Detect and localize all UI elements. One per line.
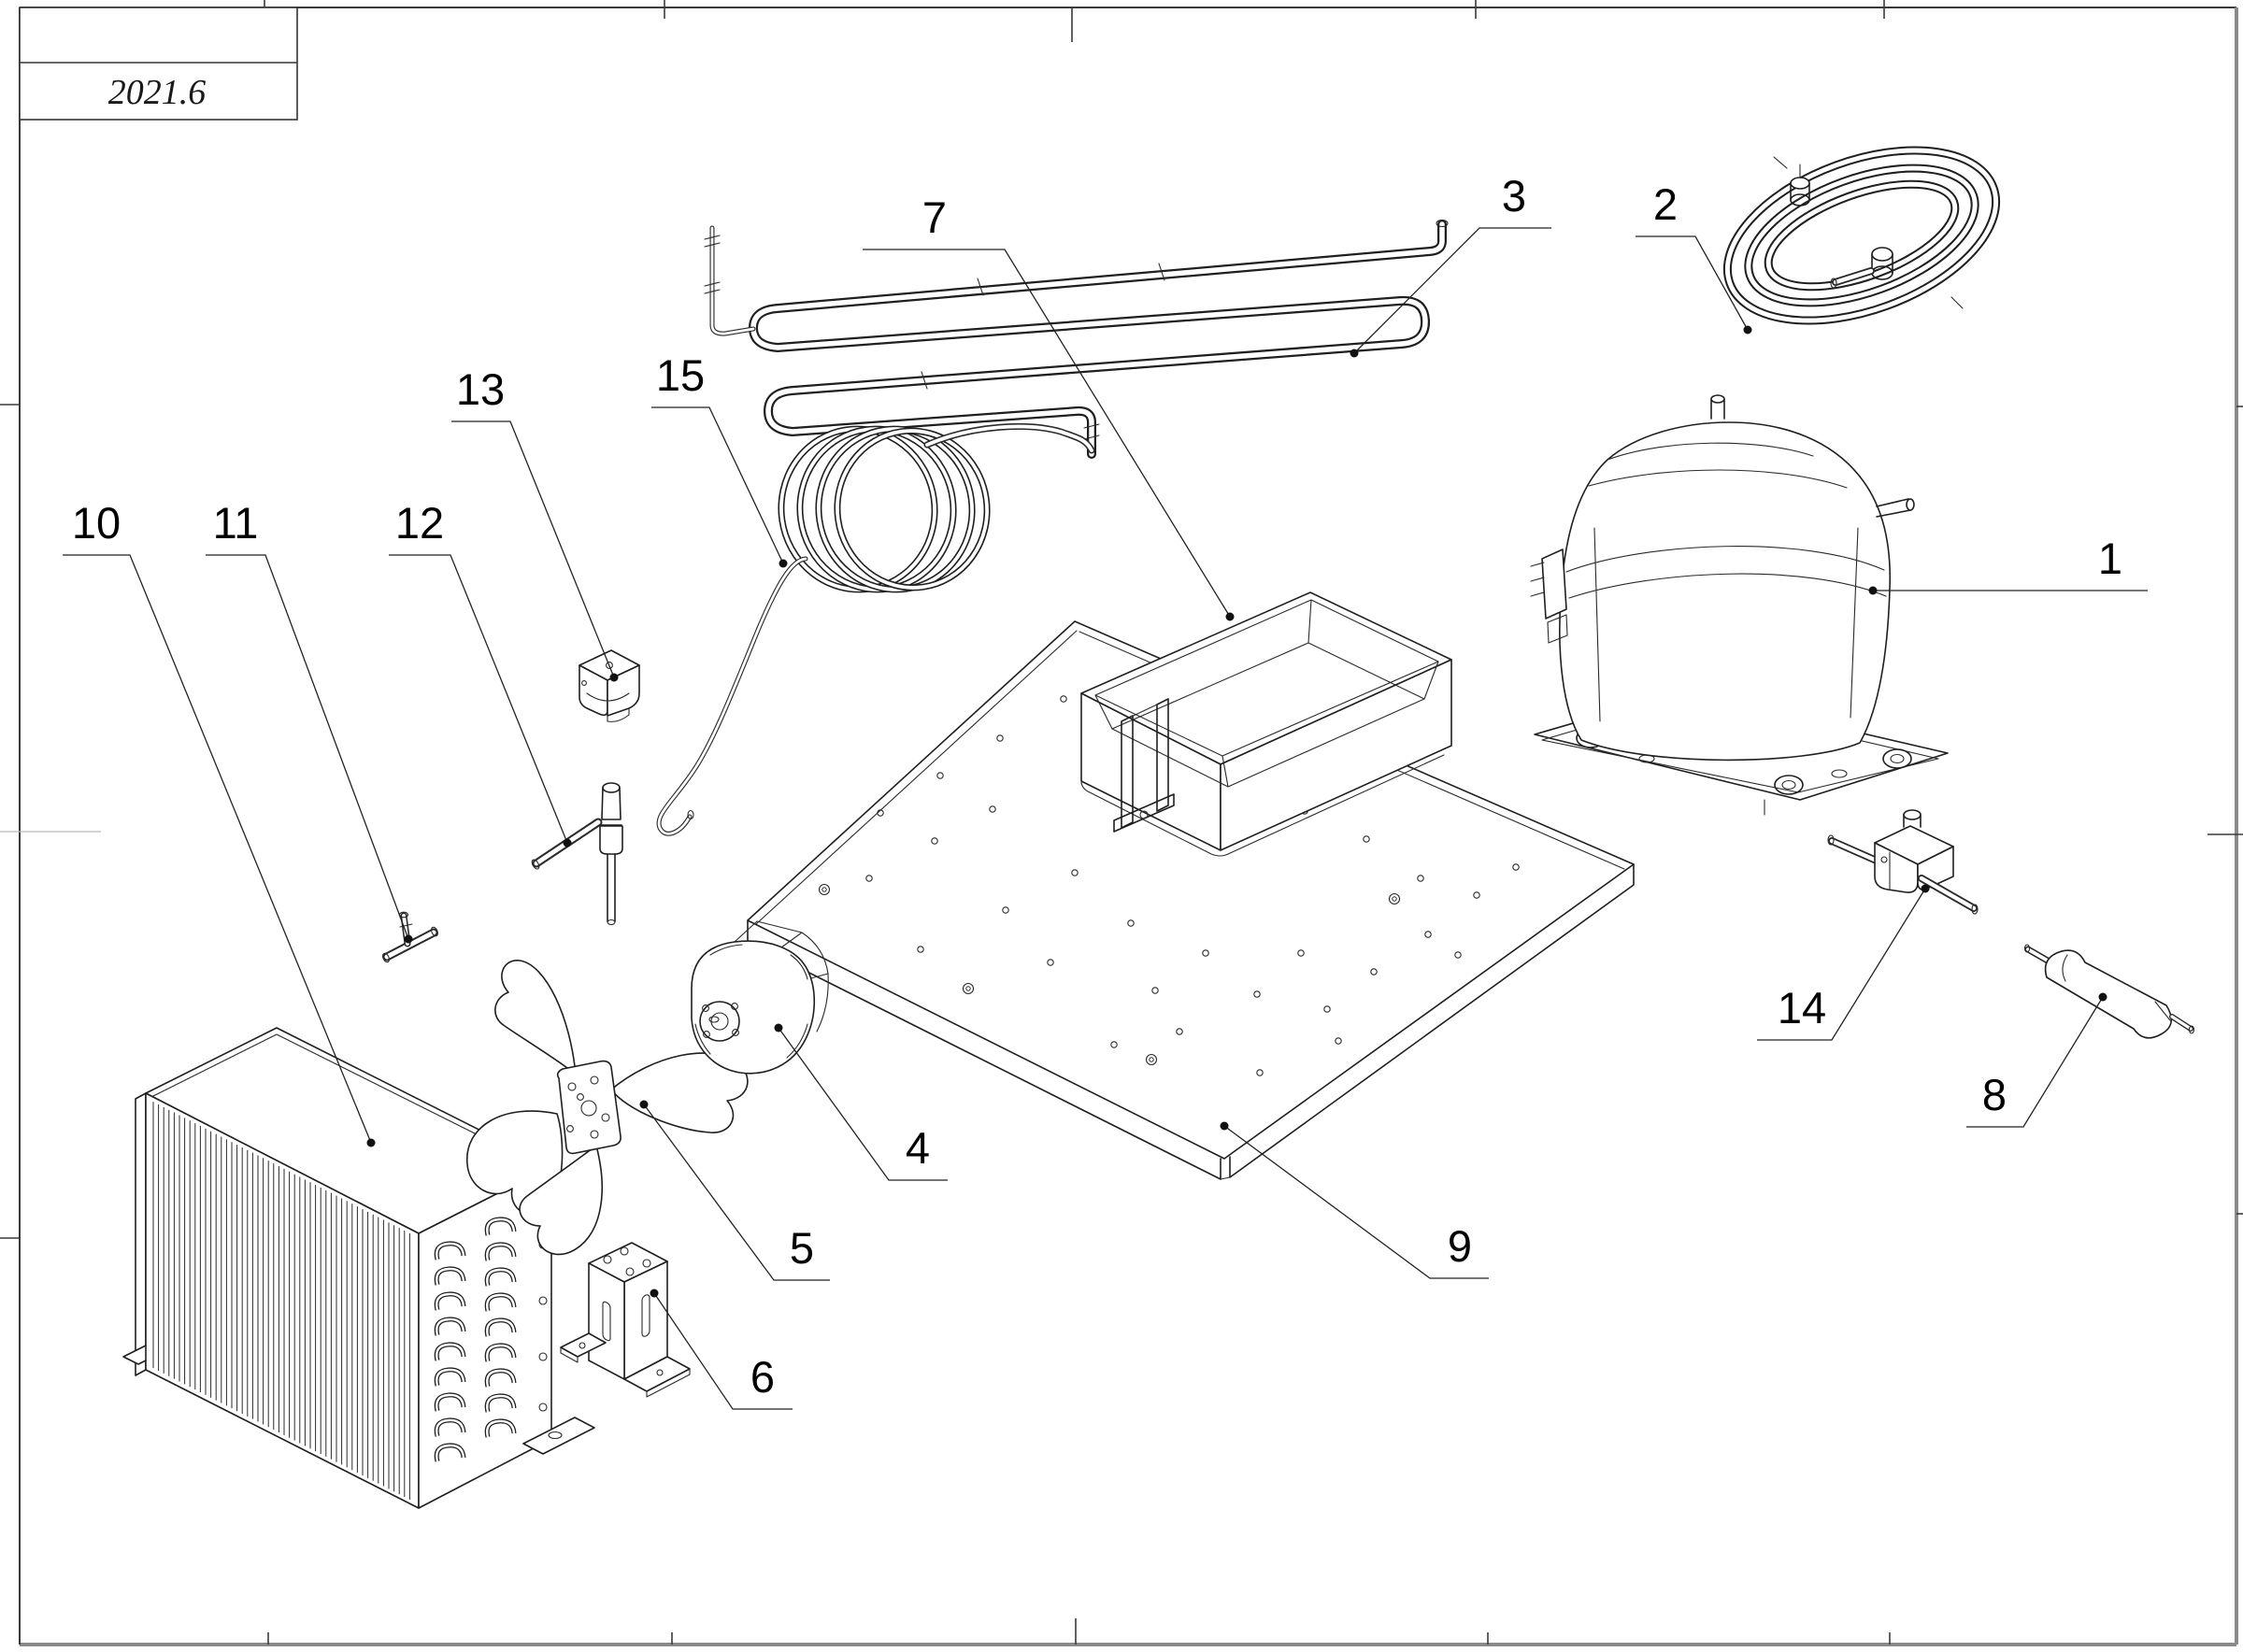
callout-3-serpentine-tube: 3 (1350, 171, 1551, 358)
callout-number: 3 (1502, 171, 1526, 221)
leader-dot (1220, 1121, 1229, 1131)
callout-11-tee-fitting: 11 (206, 498, 413, 944)
tray-divider-bracket (1113, 698, 1175, 833)
leader-line (1353, 227, 1551, 354)
leader-dot (1868, 586, 1878, 595)
leader-line (1636, 235, 1749, 331)
condenser-loop-drawing (1722, 146, 2001, 325)
leader-line (1757, 888, 1926, 1041)
leader-line (653, 1292, 793, 1410)
callout-number: 8 (1982, 1070, 2007, 1119)
loop-fitting-a (1790, 164, 1810, 206)
leader-line (863, 249, 1231, 618)
leader-dot (779, 559, 788, 568)
condenser-coil-drawing (122, 1027, 595, 1509)
callout-number: 7 (922, 192, 947, 242)
loop-fitting-b (1830, 247, 1893, 289)
leader-line (1966, 996, 2104, 1128)
capillary-coil-drawing (656, 423, 1095, 836)
condenser-tube-bends (434, 1217, 517, 1462)
leader-dot (609, 673, 619, 682)
callout-4-fan-motor: 4 (774, 1023, 948, 1181)
callout-13-pipe-clamp: 13 (451, 364, 619, 682)
plate-mounting-holes (818, 695, 1520, 1076)
callout-number: 10 (72, 498, 121, 548)
callout-number: 9 (1448, 1221, 1472, 1271)
revision-date: 2021.6 (108, 73, 207, 112)
callout-15-capillary-coil: 15 (651, 350, 788, 568)
drip-tray-drawing (1080, 591, 1452, 857)
callout-number: 11 (213, 498, 259, 548)
solenoid-valve-drawing (1827, 809, 1979, 915)
callout-number: 4 (906, 1123, 930, 1173)
condenser-fins (152, 1102, 410, 1500)
callout-number: 14 (1778, 983, 1826, 1032)
callout-number: 1 (2098, 534, 2122, 583)
callout-12-charging-valve: 12 (389, 498, 572, 847)
leader-line (1223, 1125, 1489, 1279)
leader-dot (1743, 325, 1752, 335)
callout-6-motor-bracket: 6 (650, 1289, 793, 1410)
callout-5-fan-blade: 5 (639, 1100, 830, 1281)
callout-number: 15 (656, 350, 705, 400)
callout-10-condenser-coil: 10 (63, 498, 376, 1147)
leader-line (651, 406, 784, 564)
fan-motor-drawing (691, 920, 829, 1075)
compressor-drawing (1530, 394, 1949, 816)
leader-dot (650, 1289, 659, 1298)
leader-line (389, 554, 568, 844)
callout-2-condenser-loop: 2 (1636, 179, 1752, 335)
fan-blade-drawing (466, 960, 749, 1256)
title-block: 2021.6 (19, 7, 298, 121)
leader-dot (1225, 612, 1235, 621)
pipe-clamp-drawing (579, 649, 640, 722)
callout-14-solenoid-valve: 14 (1757, 884, 1930, 1041)
leader-dot (404, 934, 413, 944)
motor-bracket-drawing (560, 1242, 691, 1398)
filter-drier-drawing (2023, 944, 2195, 1039)
leader-line (451, 420, 615, 678)
callout-number: 2 (1653, 179, 1678, 229)
charging-valve-drawing (531, 782, 623, 926)
callout-number: 6 (750, 1352, 775, 1402)
callout-1-compressor: 1 (1868, 534, 2148, 595)
callout-9-base-plate: 9 (1220, 1121, 1489, 1279)
leader-dot (563, 838, 572, 847)
leader-line (778, 1027, 948, 1181)
leader-dot (639, 1100, 649, 1109)
leader-dot (1921, 884, 1930, 893)
callout-7-drip-tray: 7 (863, 192, 1235, 621)
leader-dot (774, 1023, 783, 1032)
leader-line (206, 554, 409, 940)
callout-number: 5 (790, 1223, 814, 1273)
callout-number: 12 (395, 498, 444, 548)
serpentine-tube-drawing (704, 219, 1449, 459)
leader-line (643, 1104, 830, 1281)
leader-dot (366, 1138, 376, 1147)
callout-8-filter-drier: 8 (1966, 992, 2107, 1128)
leader-dot (2098, 992, 2107, 1002)
base-plate-drawing (747, 620, 1635, 1180)
leader-line (63, 554, 372, 1144)
callout-number: 13 (456, 364, 505, 414)
leader-dot (1350, 349, 1359, 358)
